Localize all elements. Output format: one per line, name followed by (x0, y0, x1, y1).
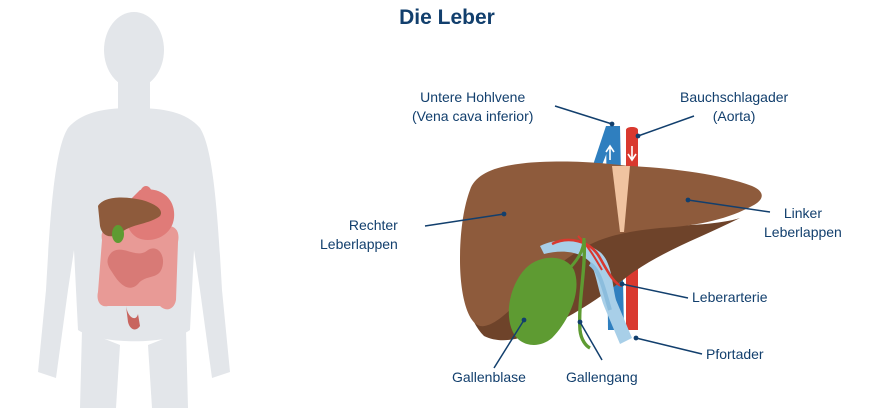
label-bile-duct: Gallengang (566, 369, 638, 385)
leader-aorta (637, 115, 695, 137)
body-organs (97, 186, 179, 330)
label-portal-vein: Pfortader (706, 346, 764, 362)
label-vena-cava-line2: (Vena cava inferior) (412, 108, 534, 124)
leader-lines (424, 105, 771, 369)
label-right-lobe-line1: Rechter (348, 217, 398, 233)
diagram-title: Die Leber (399, 6, 495, 29)
gallbladder (508, 237, 591, 350)
label-left-lobe-line2: Leberlappen (764, 224, 842, 240)
leader-bile-duct (579, 321, 603, 361)
label-aorta-line1: Bauchschlagader (680, 89, 789, 105)
label-vena-cava: Untere Hohlvene (Vena cava inferior) (412, 88, 533, 126)
leader-left-lobe (687, 199, 771, 213)
leader-vena-cava (554, 105, 613, 125)
label-left-lobe: Linker Leberlappen (764, 204, 842, 242)
leader-hepatic-artery (621, 283, 689, 299)
label-vena-cava-line1: Untere Hohlvene (420, 89, 526, 105)
label-aorta-line2: (Aorta) (712, 108, 756, 124)
label-aorta: Bauchschlagader (Aorta) (680, 88, 788, 126)
label-gallbladder: Gallenblase (452, 369, 526, 385)
label-right-lobe: Rechter Leberlappen (320, 216, 398, 254)
label-right-lobe-line2: Leberlappen (320, 236, 398, 252)
portal-vein (540, 240, 632, 344)
hepatic-artery (551, 235, 623, 288)
leader-portal-vein (635, 337, 703, 355)
leader-right-lobe (424, 213, 505, 227)
leader-gallbladder (493, 319, 525, 369)
label-hepatic-artery: Leberarterie (692, 289, 768, 305)
label-left-lobe-line1: Linker (783, 205, 822, 221)
